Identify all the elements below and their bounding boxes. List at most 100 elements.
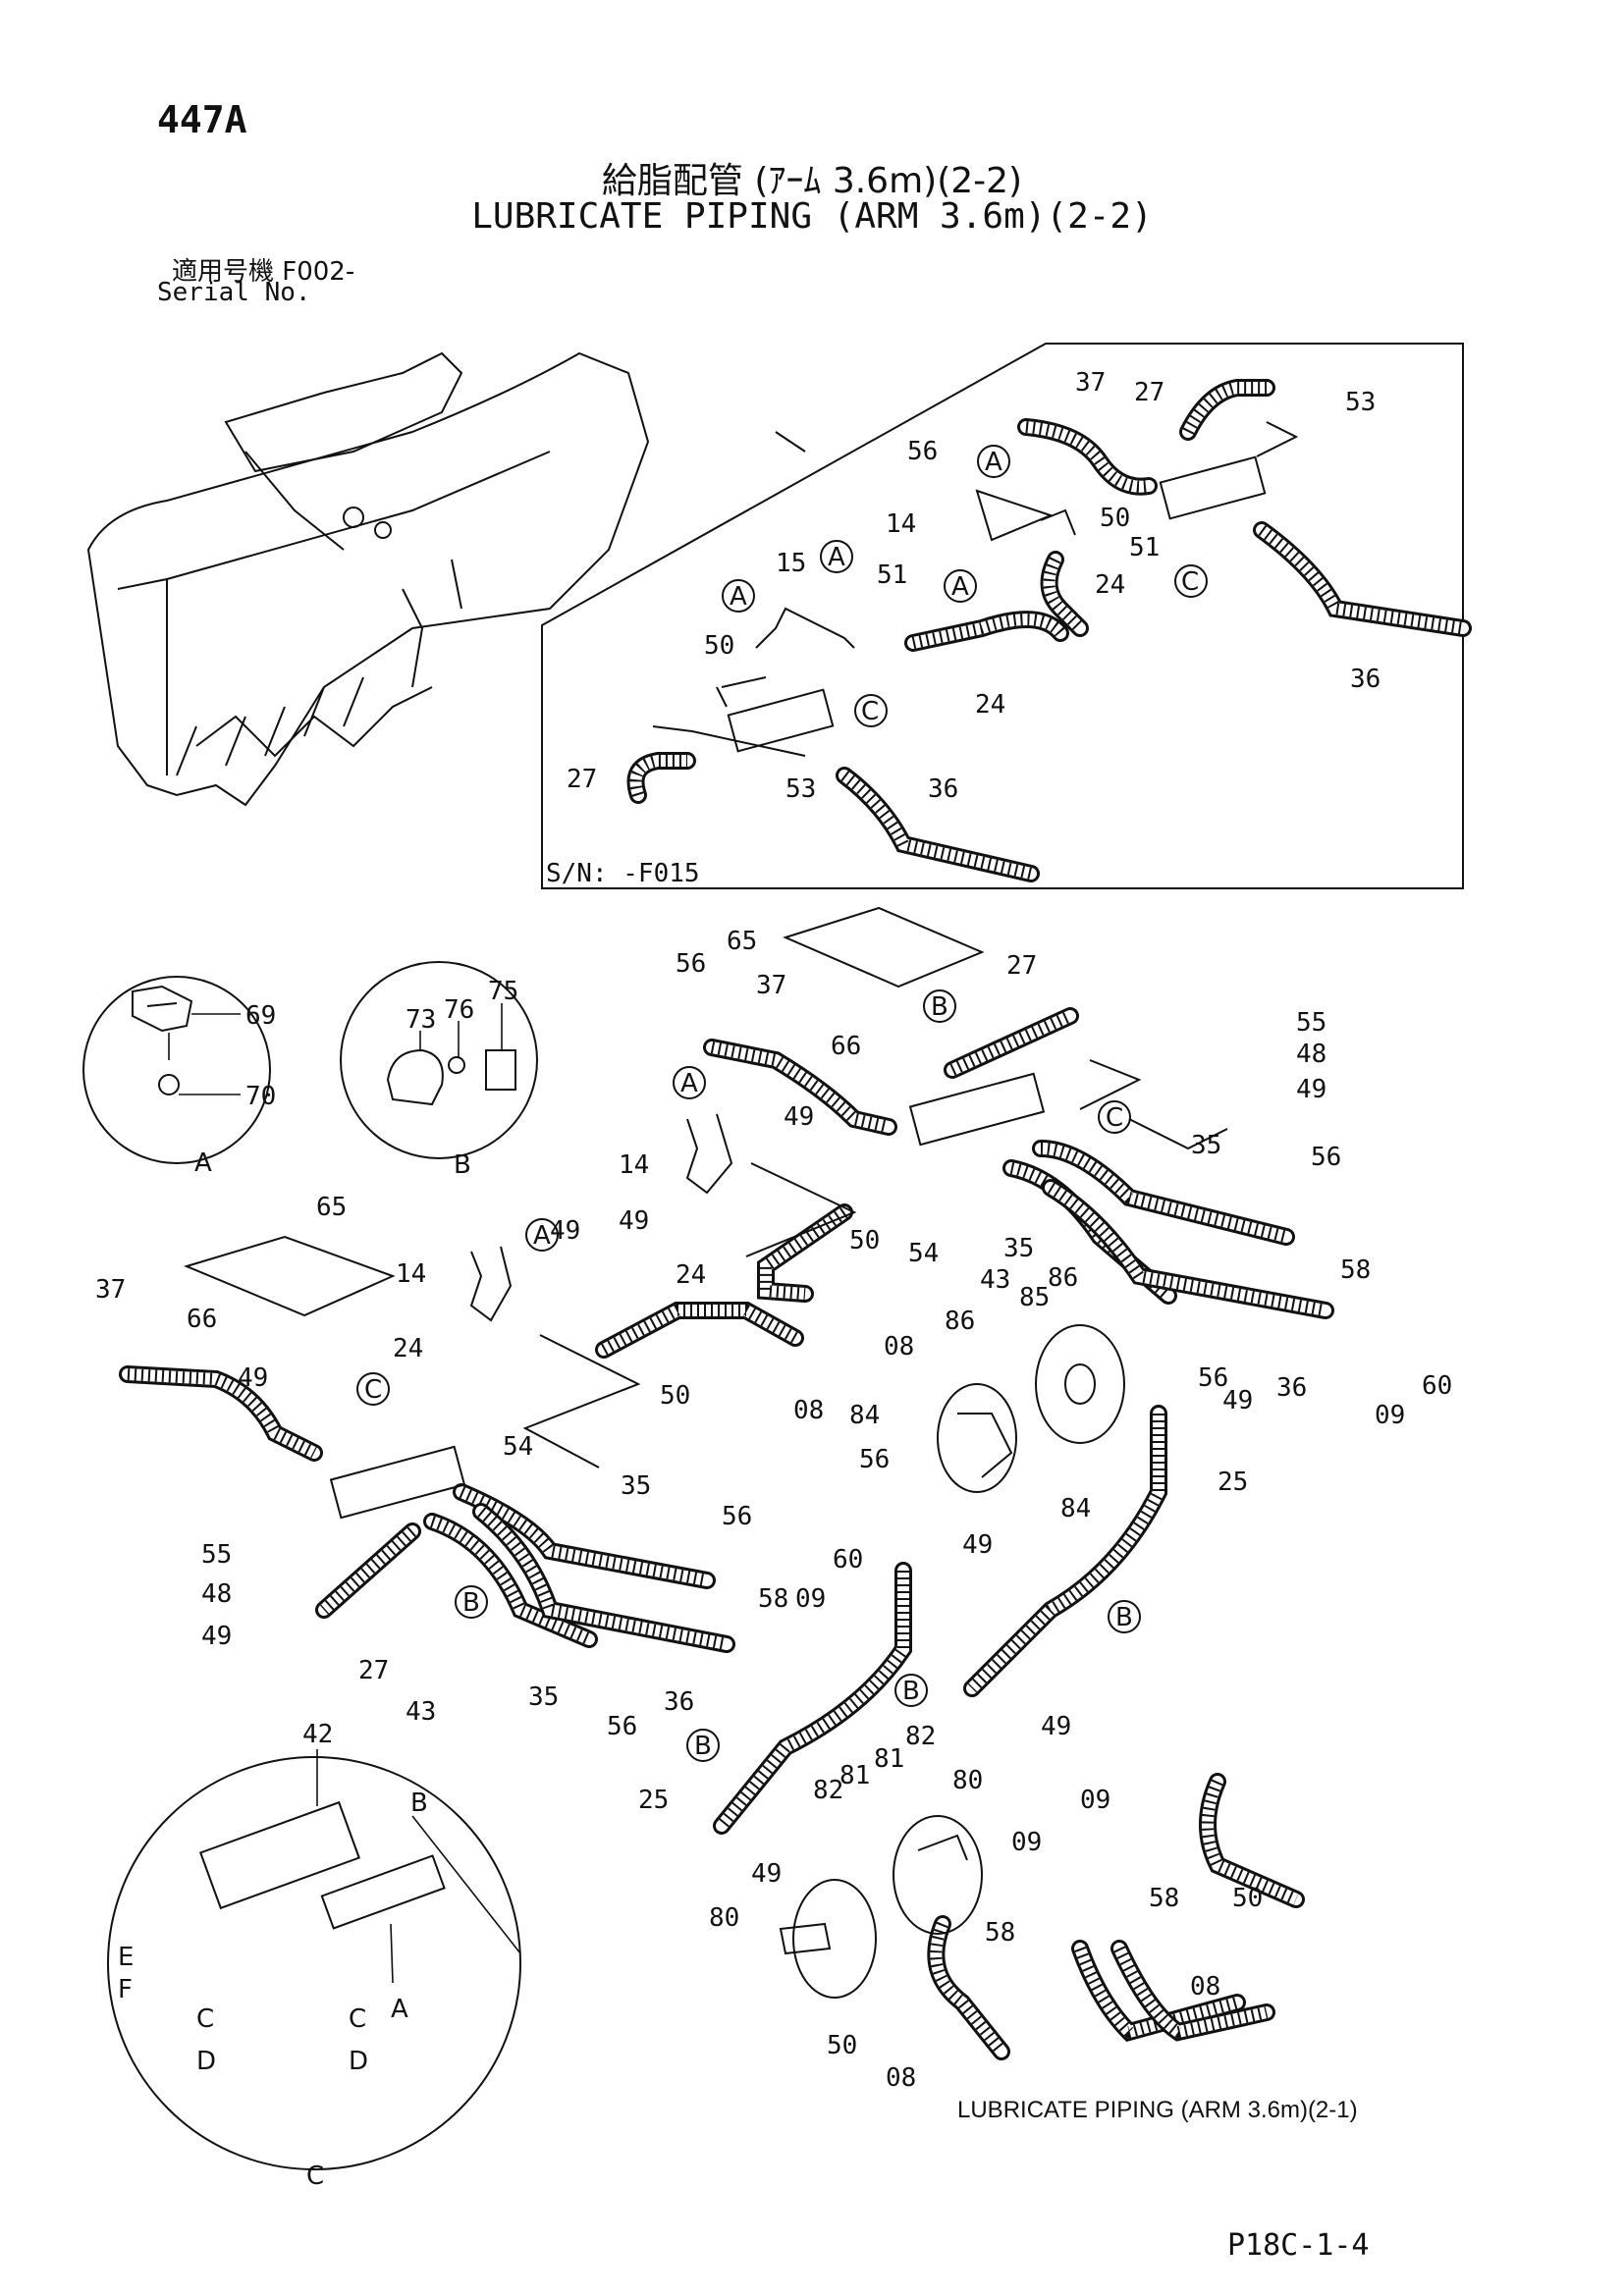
inset-callout: 53 xyxy=(785,774,816,804)
detail-c-callout: E xyxy=(118,1943,134,1972)
main-callout: 58 xyxy=(985,1918,1015,1948)
main-callout: 35 xyxy=(621,1471,651,1501)
detail-c-callout: C xyxy=(196,2004,214,2034)
inset-circle-letter: A xyxy=(985,448,1002,477)
main-callout: 49 xyxy=(201,1622,232,1651)
detail-c-callout: F xyxy=(118,1975,133,2004)
main-callout: 14 xyxy=(396,1259,426,1289)
main-callout: 37 xyxy=(95,1275,126,1305)
main-callout: 82 xyxy=(813,1776,843,1805)
main-circle-letter: B xyxy=(902,1677,920,1706)
main-callout: 49 xyxy=(1222,1386,1253,1415)
main-callout: 84 xyxy=(1060,1494,1091,1523)
detail-c-callout: A xyxy=(391,1995,408,2024)
main-callout: 50 xyxy=(849,1226,880,1255)
main-callout: 55 xyxy=(201,1540,232,1570)
main-callout: 49 xyxy=(962,1530,993,1560)
main-callout: 66 xyxy=(831,1032,861,1061)
main-callout: 81 xyxy=(839,1761,870,1790)
main-callout: 49 xyxy=(784,1102,814,1132)
main-callout: 25 xyxy=(1218,1468,1248,1497)
inset-circle-letter: A xyxy=(730,582,747,612)
main-callout: 85 xyxy=(1019,1283,1050,1312)
inset-components xyxy=(652,421,1299,757)
detail-a: 69 70 A xyxy=(82,976,276,1178)
main-callout: 58 xyxy=(1149,1884,1179,1913)
serial-number-english: Serial No. xyxy=(157,278,311,307)
main-callout: 50 xyxy=(660,1381,690,1411)
inset-callout: 37 xyxy=(1075,368,1106,398)
main-callout: 49 xyxy=(619,1206,649,1236)
main-callout: 35 xyxy=(1191,1131,1221,1160)
main-callout: 49 xyxy=(550,1216,580,1246)
detail-b-callout: 76 xyxy=(444,995,474,1025)
inset-callout: 15 xyxy=(776,549,806,578)
main-callouts: 65 56 37 27 55 48 49 66 49 14 49 35 56 5… xyxy=(95,927,1452,2093)
main-callout: 08 xyxy=(1190,1972,1220,2002)
main-callout: 80 xyxy=(952,1766,983,1795)
detail-b-callout: 75 xyxy=(488,977,518,1006)
detail-a-label: A xyxy=(194,1148,212,1178)
main-callout: 84 xyxy=(849,1401,880,1430)
inset-circled-letters: A A A A C C xyxy=(722,445,1208,727)
inset-frame: S/N: -F015 xyxy=(541,343,1464,889)
main-callout: 37 xyxy=(756,971,786,1000)
main-callout: 24 xyxy=(393,1334,423,1363)
main-callout: 54 xyxy=(503,1432,533,1462)
serial-number-japanese: 適用号機 F002- xyxy=(172,257,355,287)
main-callout: 65 xyxy=(727,927,757,956)
inset-callout: 27 xyxy=(567,765,597,794)
detail-b: 73 76 75 B xyxy=(340,961,538,1180)
inset-serial-range: S/N: -F015 xyxy=(546,859,700,888)
main-circle-letter: A xyxy=(533,1221,551,1251)
detail-c-label: C xyxy=(306,2162,324,2191)
main-callout: 50 xyxy=(1232,1884,1263,1913)
inset-circle-letter: A xyxy=(828,543,845,572)
detail-a-callout: 69 xyxy=(245,1001,276,1031)
main-callout: 56 xyxy=(1198,1363,1228,1393)
main-callout: 43 xyxy=(980,1265,1010,1295)
inset-callouts: 37 27 53 56 50 14 51 24 15 51 50 24 36 2… xyxy=(567,368,1380,804)
footer-page-code: P18C-1-4 xyxy=(1227,2228,1370,2263)
main-circle-letter: B xyxy=(462,1588,480,1618)
inset-callout: 14 xyxy=(886,509,916,539)
detail-c-callout: 42 xyxy=(302,1720,333,1749)
main-callout: 58 xyxy=(758,1584,788,1614)
main-callout: 60 xyxy=(833,1545,863,1575)
main-callout: 08 xyxy=(793,1396,824,1425)
inset-callout: 56 xyxy=(907,437,938,466)
main-callout: 27 xyxy=(1006,951,1037,981)
inset-circle-letter: A xyxy=(951,572,969,602)
main-callout: 48 xyxy=(201,1579,232,1609)
detail-c: 42 B E F C C D D A C xyxy=(107,1720,521,2191)
main-circle-letter: A xyxy=(680,1069,698,1098)
main-circled-letters: A B C A A C B B B B xyxy=(356,989,1141,1762)
main-callout: 08 xyxy=(886,2063,916,2093)
main-callout: 65 xyxy=(316,1193,347,1222)
main-callout: 27 xyxy=(358,1656,389,1685)
main-callout: 48 xyxy=(1296,1040,1326,1069)
main-callout: 54 xyxy=(908,1239,939,1268)
inset-callout: 51 xyxy=(877,561,907,590)
inset-circle-letter: C xyxy=(1181,567,1199,597)
inset-callout: 53 xyxy=(1345,388,1376,417)
main-callout: 09 xyxy=(1080,1786,1110,1815)
main-callout: 49 xyxy=(1296,1075,1326,1104)
main-callout: 25 xyxy=(638,1786,669,1815)
main-callout: 56 xyxy=(1311,1143,1341,1172)
main-callout: 09 xyxy=(1011,1828,1042,1857)
detail-c-callout: B xyxy=(410,1789,428,1818)
main-callout: 50 xyxy=(827,2031,857,2060)
main-circle-letter: B xyxy=(694,1732,712,1761)
main-callout: 55 xyxy=(1296,1008,1326,1038)
main-callout: 49 xyxy=(751,1859,782,1889)
main-callout: 14 xyxy=(619,1150,649,1180)
main-callout: 60 xyxy=(1422,1371,1452,1401)
main-circle-letter: B xyxy=(931,992,948,1022)
inset-callout: 24 xyxy=(1095,570,1125,600)
main-callout: 35 xyxy=(1003,1234,1034,1263)
inset-callout: 36 xyxy=(1350,665,1380,694)
title-japanese: 給脂配管 (ｱｰﾑ 3.6m)(2-2) xyxy=(601,161,1023,201)
detail-b-label: B xyxy=(454,1150,471,1180)
